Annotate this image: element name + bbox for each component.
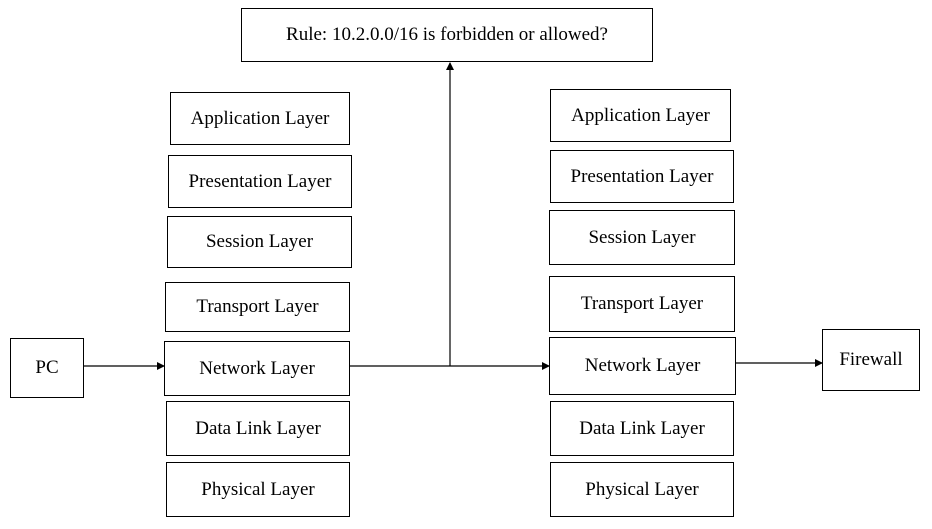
layer-label: Network Layer — [199, 357, 315, 379]
rule-label: Rule: 10.2.0.0/16 is forbidden or allowe… — [286, 24, 608, 45]
right-application-layer: Application Layer — [550, 89, 731, 142]
layer-label: Transport Layer — [580, 293, 704, 314]
pc-box: PC — [10, 338, 84, 398]
left-physical-layer: Physical Layer — [166, 462, 350, 517]
layer-label: Presentation Layer — [188, 170, 332, 192]
firewall-label: Firewall — [839, 349, 903, 370]
right-transport-layer: Transport Layer — [549, 276, 735, 332]
layer-label: Transport Layer — [196, 296, 319, 317]
left-network-layer: Network Layer — [164, 341, 350, 396]
layer-label: Physical Layer — [201, 478, 315, 500]
right-data-link-layer: Data Link Layer — [550, 401, 734, 456]
firewall-box: Firewall — [822, 329, 920, 391]
layer-label: Presentation Layer — [570, 165, 714, 187]
right-physical-layer: Physical Layer — [550, 462, 734, 517]
layer-label: Data Link Layer — [195, 417, 321, 439]
layer-label: Physical Layer — [585, 478, 699, 500]
layer-label: Application Layer — [190, 107, 330, 129]
left-presentation-layer: Presentation Layer — [168, 155, 352, 208]
layer-label: Network Layer — [584, 355, 701, 376]
right-presentation-layer: Presentation Layer — [550, 150, 734, 203]
right-network-layer: Network Layer — [549, 337, 736, 395]
layer-label: Session Layer — [205, 231, 314, 252]
layer-label: Application Layer — [571, 104, 710, 126]
layer-label: Session Layer — [588, 226, 696, 248]
left-transport-layer: Transport Layer — [165, 282, 350, 332]
left-data-link-layer: Data Link Layer — [166, 401, 350, 456]
layer-label: Data Link Layer — [579, 417, 705, 439]
right-session-layer: Session Layer — [549, 210, 735, 265]
rule-box: Rule: 10.2.0.0/16 is forbidden or allowe… — [241, 8, 653, 62]
left-application-layer: Application Layer — [170, 92, 350, 145]
pc-label: PC — [35, 357, 59, 378]
left-session-layer: Session Layer — [167, 216, 352, 268]
